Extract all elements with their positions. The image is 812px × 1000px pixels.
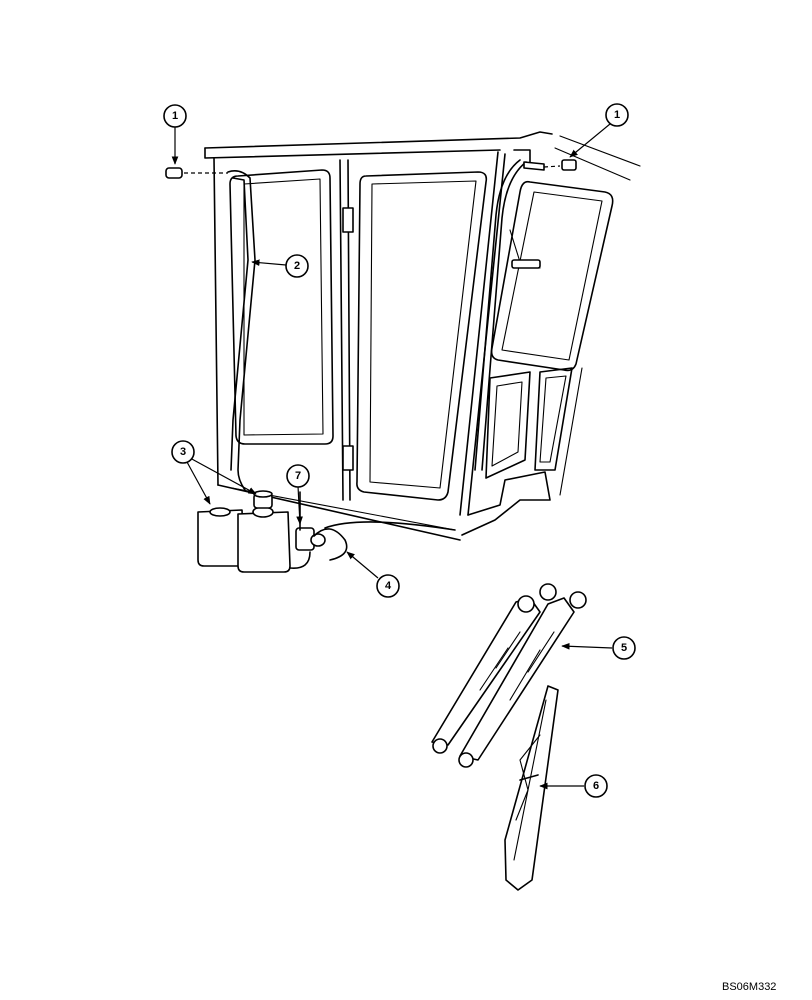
wiper-blade — [504, 685, 559, 891]
callout-4: 4 — [346, 551, 400, 598]
callout-label: 2 — [294, 260, 300, 272]
callout-label: 4 — [385, 580, 392, 592]
callout-1-rear: 1 — [163, 104, 187, 165]
callout-label: 7 — [295, 470, 301, 482]
callout-6: 6 — [539, 774, 608, 798]
callout-label: 3 — [180, 446, 186, 458]
callout-label: 6 — [593, 780, 599, 792]
callout-3: 3 — [171, 440, 257, 505]
cab-frame — [165, 131, 641, 541]
callout-label: 1 — [172, 110, 178, 122]
callout-label: 5 — [621, 642, 627, 654]
washer-reservoirs — [197, 490, 456, 573]
wiper-arm-assembly — [431, 583, 587, 768]
callout-1-front: 1 — [569, 103, 629, 158]
callout-label: 1 — [614, 109, 620, 121]
callout-5: 5 — [561, 636, 636, 660]
callout-2: 2 — [251, 254, 309, 278]
callout-7: 7 — [286, 464, 310, 525]
drawing-code: BS06M332 — [722, 981, 776, 993]
